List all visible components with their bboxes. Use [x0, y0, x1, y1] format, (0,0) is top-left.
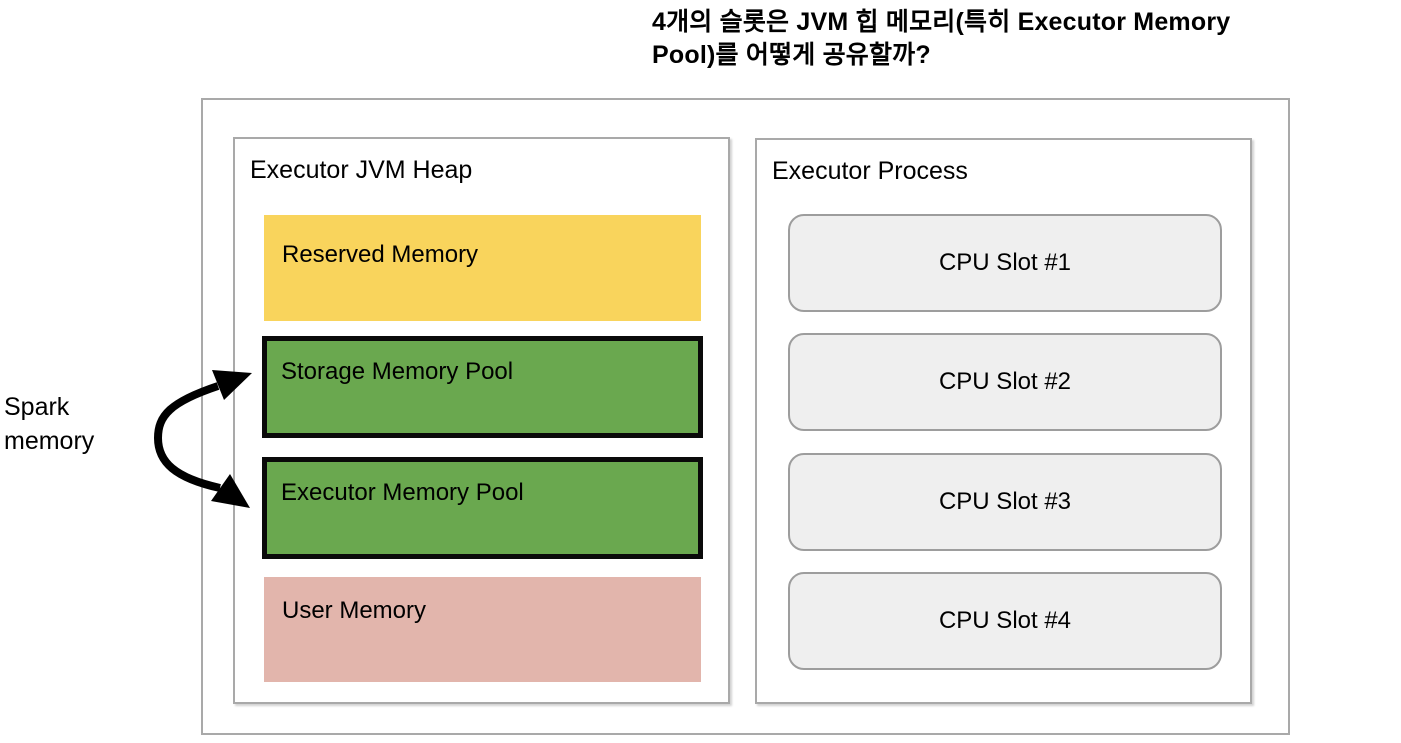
reserved-memory-block: Reserved Memory	[264, 215, 701, 321]
spark-memory-label: Spark memory	[4, 390, 94, 458]
spark-memory-label-line-2: memory	[4, 427, 95, 455]
executor-jvm-heap-box: Executor JVM Heap Reserved Memory Storag…	[233, 137, 730, 704]
cpu-slot-3-label: CPU Slot #3	[938, 488, 1072, 515]
bidirectional-arrow-icon	[153, 370, 252, 508]
executor-memory-pool-label: Executor Memory Pool	[281, 479, 524, 506]
executor-memory-pool-block: Executor Memory Pool	[262, 457, 703, 559]
cpu-slot-2: CPU Slot #2	[788, 333, 1222, 431]
user-memory-label: User Memory	[282, 597, 427, 624]
cpu-slot-4-label: CPU Slot #4	[938, 607, 1072, 634]
jvm-heap-title: Executor JVM Heap	[250, 156, 473, 184]
executor-process-box: Executor Process CPU Slot #1 CPU Slot #2…	[755, 138, 1252, 704]
arrow-head-top	[212, 370, 252, 400]
arrow-curve	[153, 382, 221, 492]
page-title-line-2: Pool)를 어떻게 공유할까?	[652, 41, 931, 69]
spark-memory-label-line-1: Spark	[4, 393, 70, 421]
user-memory-block: User Memory	[264, 577, 701, 682]
cpu-slot-1: CPU Slot #1	[788, 214, 1222, 312]
storage-memory-pool-label: Storage Memory Pool	[281, 358, 514, 385]
page-title: 4개의 슬롯은 JVM 힙 메모리(특히 Executor Memory Poo…	[652, 6, 1401, 72]
executor-process-title: Executor Process	[772, 157, 968, 185]
cpu-slot-1-label: CPU Slot #1	[938, 249, 1072, 276]
storage-memory-pool-block: Storage Memory Pool	[262, 336, 703, 438]
cpu-slot-3: CPU Slot #3	[788, 453, 1222, 551]
cpu-slot-4: CPU Slot #4	[788, 572, 1222, 670]
cpu-slot-2-label: CPU Slot #2	[938, 368, 1072, 395]
page-title-line-1: 4개의 슬롯은 JVM 힙 메모리(특히 Executor Memory	[652, 8, 1231, 36]
arrow-head-bottom	[211, 474, 250, 508]
reserved-memory-label: Reserved Memory	[282, 241, 479, 268]
